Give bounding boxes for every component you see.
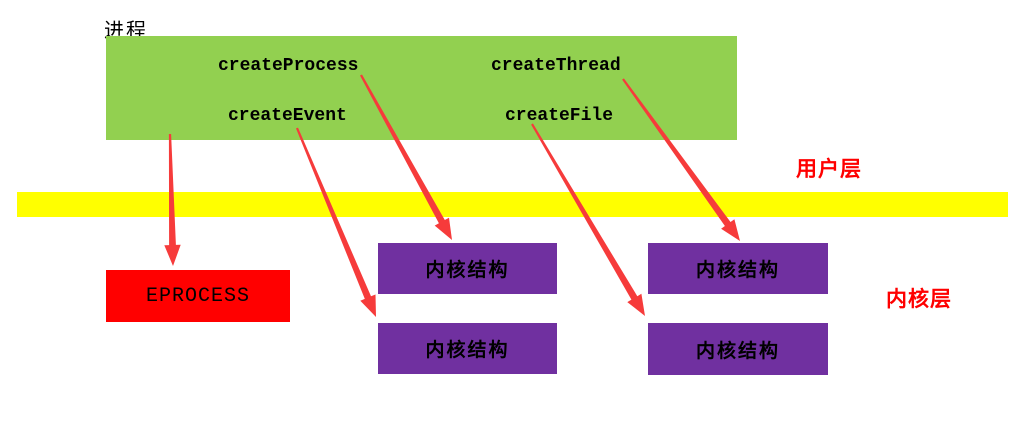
eprocess-label: EPROCESS	[145, 284, 250, 308]
arrow-create-event-to-kernel-struct-left-bottom	[296, 127, 376, 317]
api-label-create-process: createProcess	[218, 56, 359, 76]
eprocess-box: EPROCESS	[106, 270, 290, 322]
kernel-struct-label: 内核结构	[695, 259, 780, 281]
kernel-struct-label: 内核结构	[425, 339, 510, 361]
kernel-struct-label: 内核结构	[695, 339, 780, 362]
kernel-struct-box-left-top: 内核结构	[378, 243, 557, 294]
api-label-create-thread: createThread	[491, 56, 621, 76]
kernel-layer-label: 内核层	[886, 287, 952, 311]
process-box: createProcess createThread createEvent c…	[106, 36, 737, 140]
kernel-struct-box-right-top: 内核结构	[648, 243, 828, 294]
api-label-create-file: createFile	[505, 106, 614, 126]
api-label-create-event: createEvent	[228, 106, 347, 126]
kernel-struct-label: 内核结构	[425, 259, 510, 281]
kernel-struct-box-right-bottom: 内核结构	[648, 323, 828, 375]
user-kernel-divider-bar	[17, 192, 1008, 217]
kernel-struct-box-left-bottom: 内核结构	[378, 323, 557, 374]
user-layer-label: 用户层	[796, 157, 862, 181]
